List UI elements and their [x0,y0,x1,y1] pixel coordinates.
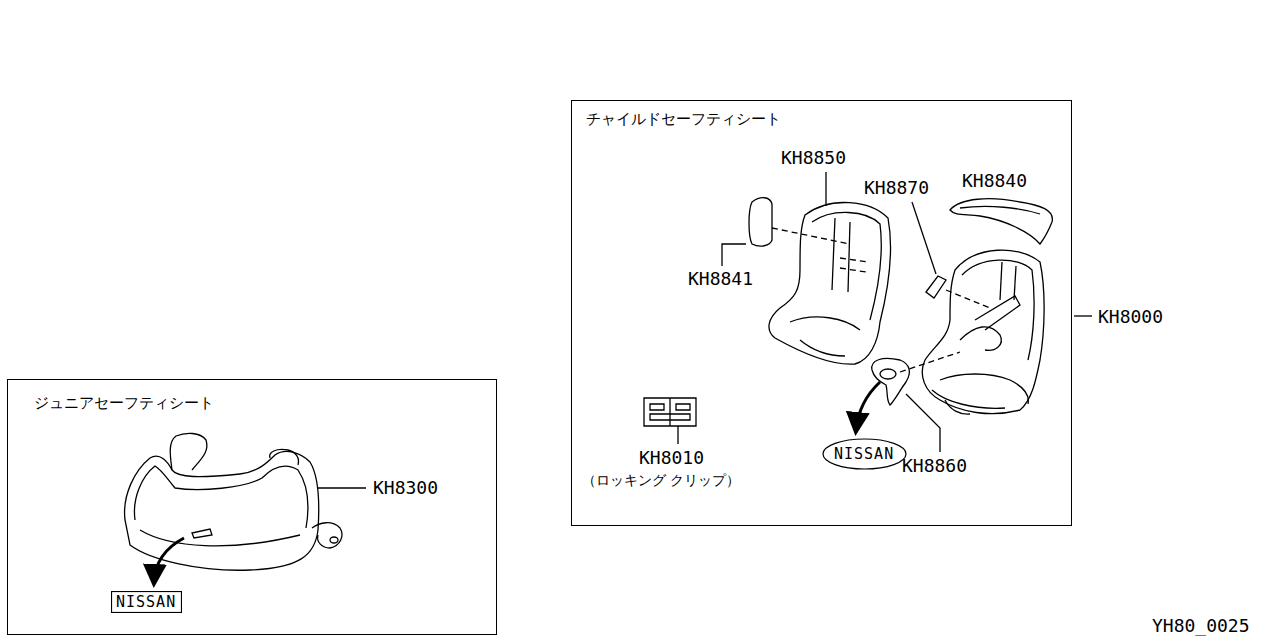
panel-title: ジュニアセーフティシート [34,394,214,412]
brand-label: NISSAN [111,591,182,613]
junior-seat-panel: ジュニアセーフティシート NISSAN [7,379,497,635]
part-number: KH8841 [688,269,753,289]
part-number: KH8860 [902,456,967,476]
part-note: （ロッキング クリップ） [582,470,740,490]
part-number: KH8870 [864,178,929,198]
brand-text: NISSAN [834,445,895,463]
part-number: KH8840 [962,171,1027,191]
part-number: KH8850 [781,148,846,168]
part-number: KH8010 [639,448,704,468]
child-seat [644,172,1092,452]
junior-seat [125,433,366,582]
panel-title: チャイルドセーフティシート [586,110,781,128]
part-number: KH8300 [373,478,438,498]
drawing-number: YH80_0025 [1152,616,1250,636]
part-number: KH8000 [1098,307,1163,327]
brand-label: NISSAN [822,438,907,470]
brand-text: NISSAN [116,593,177,611]
